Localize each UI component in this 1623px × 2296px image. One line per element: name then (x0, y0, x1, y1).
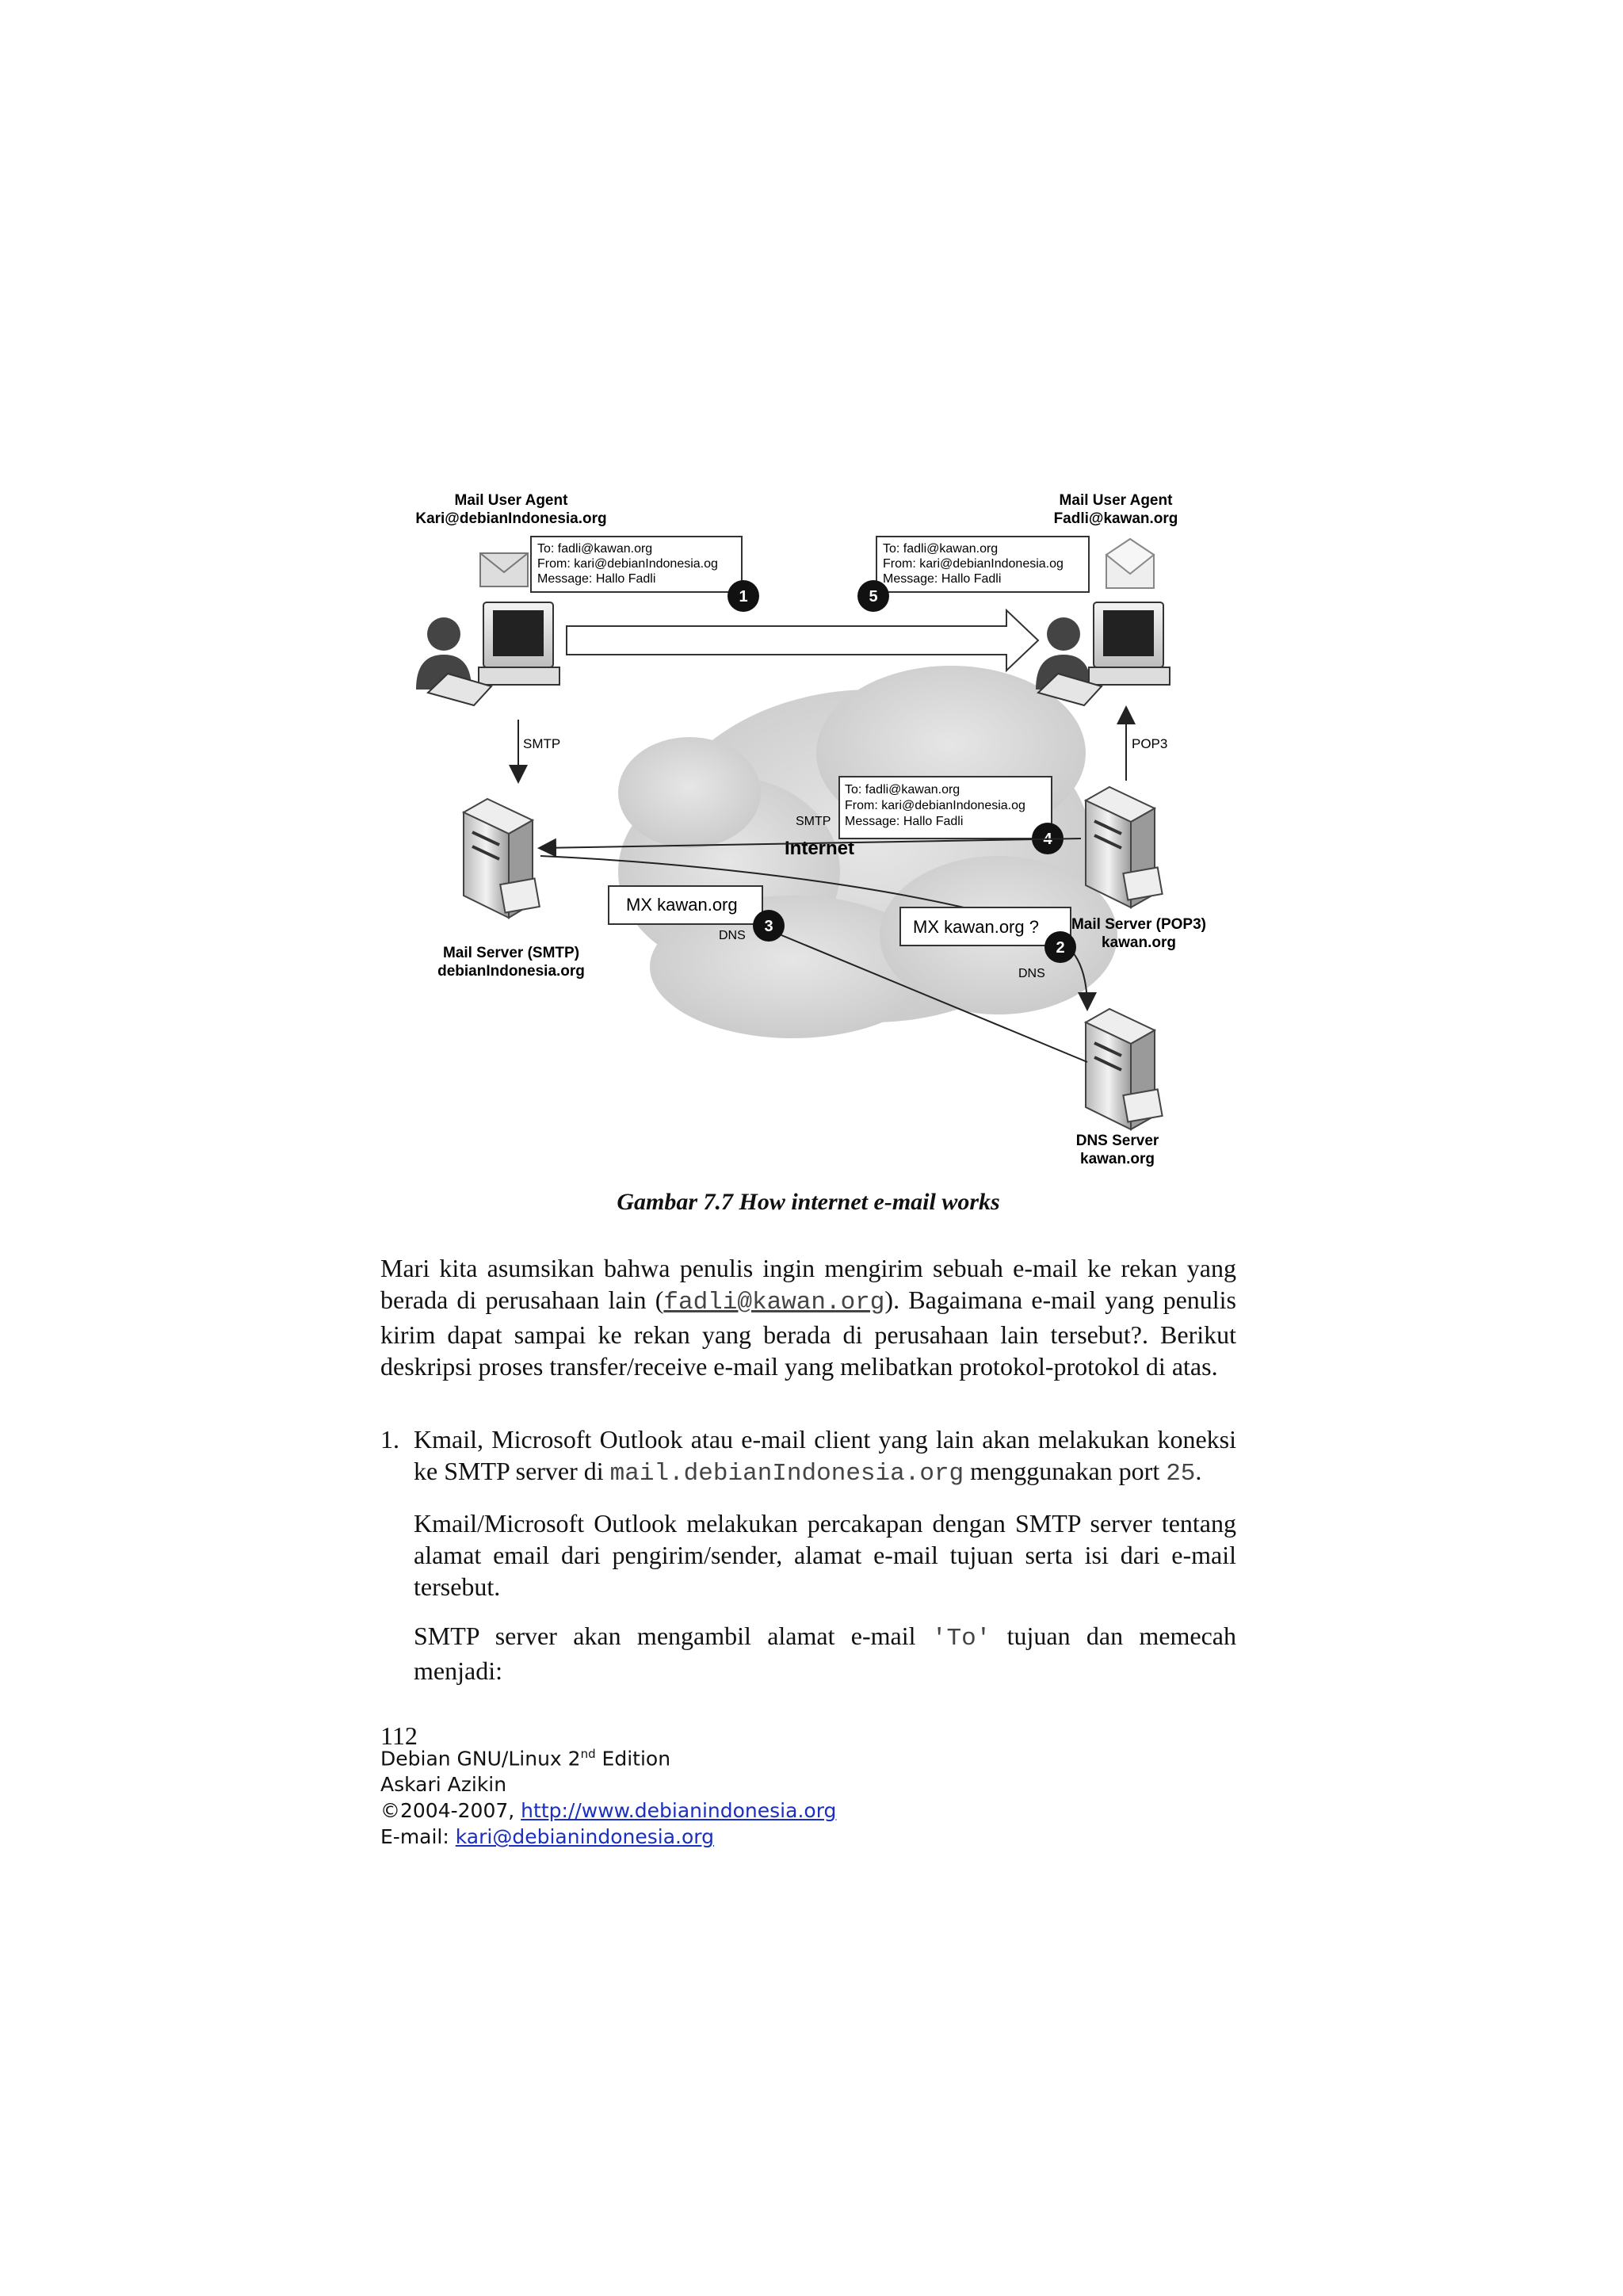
dns-reply-line (762, 926, 1088, 1063)
email-line: E-mail: kari@debianindonesia.org (380, 1825, 714, 1849)
list-item-para-3: SMTP server akan mengambil alamat e-mail… (414, 1622, 1237, 1685)
list-number: 1. (380, 1425, 399, 1454)
svg-text:To: fadli@kawan.org: To: fadli@kawan.org (845, 783, 960, 797)
step-badge-2: 2 (1044, 931, 1076, 963)
svg-text:Message: Hallo Fadli: Message: Hallo Fadli (537, 572, 655, 586)
computer-icon (1037, 602, 1170, 707)
intro-paragraph: Mari kita asumsikan bahwa penulis ingin … (380, 1254, 1237, 1381)
pop3-server-title: Mail Server (POP3) (1071, 916, 1206, 933)
svg-text:From: kari@debianIndonesia.og: From: kari@debianIndonesia.og (883, 557, 1064, 571)
smtp-server-title: Mail Server (SMTP) (443, 945, 579, 961)
to-field-code: 'To' (931, 1625, 991, 1652)
figure-caption: Gambar 7.7 How internet e-mail works (617, 1189, 1000, 1215)
author-email-link[interactable]: kari@debianindonesia.org (455, 1825, 714, 1849)
mx-reply-box: MX kawan.org (608, 885, 763, 925)
list-item: Kmail, Microsoft Outlook atau e-mail cli… (414, 1423, 1236, 1687)
svg-text:MX kawan.org ?: MX kawan.org ? (913, 917, 1039, 937)
computer-icon (426, 602, 560, 707)
dns-left-label: DNS (719, 929, 746, 942)
step-badge-5: 5 (857, 580, 889, 612)
website-link[interactable]: http://www.debianindonesia.org (521, 1799, 837, 1823)
email-link[interactable]: fadli@kawan.org (663, 1289, 885, 1316)
page-footer: Debian GNU/Linux 2nd Edition Askari Azik… (380, 1741, 836, 1850)
left-agent-address: Kari@debianIndonesia.org (415, 510, 606, 527)
smtp-mid-label: SMTP (796, 815, 831, 828)
smtp-host: mail.debianIndonesia.org (609, 1460, 964, 1488)
message-box-5: To: fadli@kawan.org From: kari@debianInd… (876, 536, 1090, 593)
right-agent-address: Fadli@kawan.org (1054, 510, 1178, 527)
page-number: 112 (380, 1721, 418, 1750)
author-name: Askari Azikin (380, 1773, 507, 1797)
svg-text:1: 1 (739, 588, 747, 606)
server-icon (1083, 785, 1163, 909)
pop3-server-domain: kawan.org (1102, 934, 1176, 951)
svg-text:MX kawan.org: MX kawan.org (626, 895, 738, 915)
copyright-line: ©2004-2007, http://www.debianindonesia.o… (380, 1799, 837, 1823)
svg-text:Message: Hallo Fadli: Message: Hallo Fadli (845, 815, 963, 828)
server-icon (461, 797, 540, 919)
svg-text:To: fadli@kawan.org: To: fadli@kawan.org (537, 542, 652, 556)
svg-text:From: kari@debianIndonesia.og: From: kari@debianIndonesia.og (537, 557, 718, 571)
step-badge-1: 1 (727, 580, 759, 612)
svg-text:Message: Hallo Fadli: Message: Hallo Fadli (883, 572, 1001, 586)
dns-server-domain: kawan.org (1080, 1151, 1155, 1167)
message-box-1: To: fadli@kawan.org From: kari@debianInd… (530, 536, 743, 593)
envelope-icon (1105, 537, 1155, 589)
message-box-4: To: fadli@kawan.org From: kari@debianInd… (838, 776, 1052, 839)
step-badge-3: 3 (753, 910, 785, 942)
internet-label: Internet (785, 838, 854, 859)
server-icon (1083, 1007, 1163, 1131)
list-item-para-1: Kmail, Microsoft Outlook atau e-mail cli… (414, 1425, 1236, 1488)
transfer-arrow (566, 608, 1040, 673)
svg-text:3: 3 (764, 918, 773, 935)
svg-text:From: kari@debianIndonesia.og: From: kari@debianIndonesia.og (845, 799, 1025, 812)
smtp-top-label: SMTP (523, 736, 560, 751)
steps-list: 1. Kmail, Microsoft Outlook atau e-mail … (380, 1423, 1236, 1687)
envelope-icon (479, 552, 529, 587)
email-flow-diagram: Mail User Agent Kari@debianIndonesia.org… (415, 492, 1206, 1167)
svg-text:To: fadli@kawan.org: To: fadli@kawan.org (883, 542, 998, 556)
svg-text:2: 2 (1056, 939, 1064, 957)
mx-query-box: MX kawan.org ? (899, 907, 1071, 946)
smtp-port: 25 (1166, 1460, 1196, 1488)
left-agent-title: Mail User Agent (455, 492, 569, 509)
dns-query-curve (540, 855, 1097, 1011)
book-title: Debian GNU/Linux 2nd Edition (380, 1747, 671, 1771)
pop3-label: POP3 (1132, 736, 1167, 751)
right-agent-title: Mail User Agent (1060, 492, 1174, 509)
svg-text:5: 5 (869, 588, 877, 606)
smtp-transfer-line (537, 838, 1082, 858)
dns-server-title: DNS Server (1076, 1133, 1159, 1149)
smtp-server-domain: debianIndonesia.org (437, 963, 585, 980)
list-item-para-2: Kmail/Microsoft Outlook melakukan percak… (414, 1509, 1236, 1601)
dns-right-label: DNS (1018, 967, 1045, 980)
